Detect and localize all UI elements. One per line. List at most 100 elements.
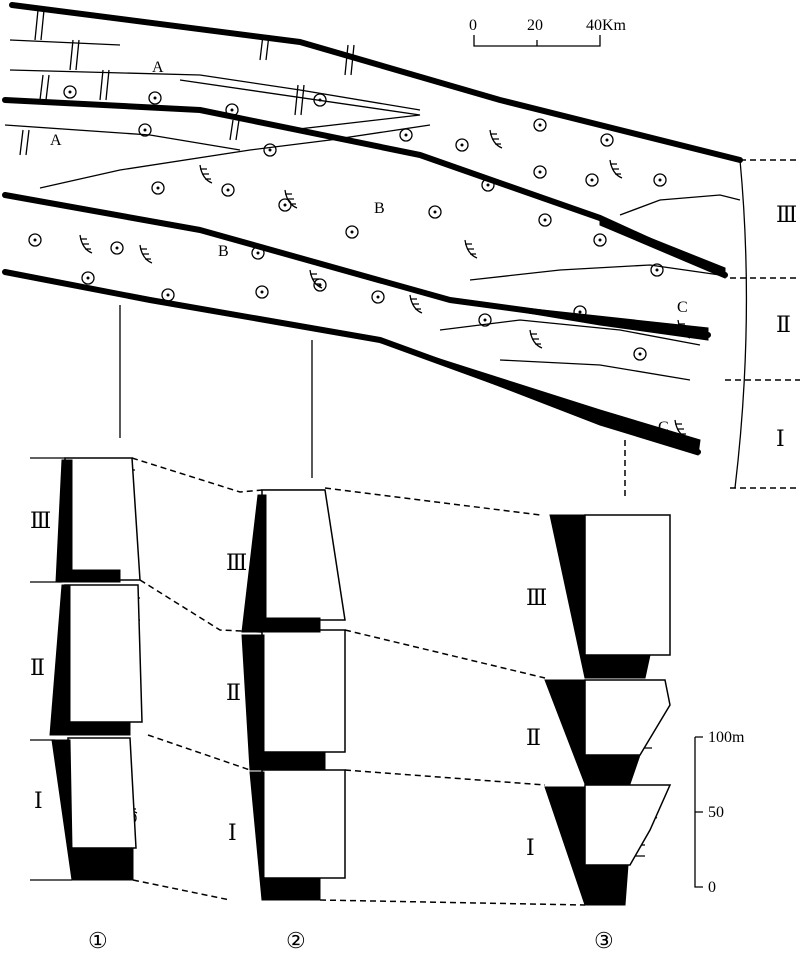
oolite-dot [260, 290, 264, 294]
vscale-100m: 100m [708, 729, 745, 746]
fossil-symbol [609, 159, 623, 179]
limestone-symbol [39, 74, 50, 101]
oolite-symbol [371, 290, 385, 304]
oolite-dot [543, 218, 547, 222]
oolite-dot [483, 318, 487, 322]
facies-label-a: A [152, 59, 164, 76]
oolite-dot [655, 268, 659, 272]
fossil-symbol [284, 189, 298, 209]
oolite-symbol [151, 181, 165, 195]
column-3 [544, 514, 672, 906]
oolite-dot [86, 276, 90, 280]
oolite-dot [33, 238, 37, 242]
oolite-symbol [255, 285, 269, 299]
oolite-symbol [481, 178, 495, 192]
oolite-symbol [600, 133, 614, 147]
col3-unit-i: Ⅰ [526, 835, 535, 860]
scale-tick-40km: 40Km [586, 17, 627, 34]
oolite-dot [350, 230, 354, 234]
fossil-symbol [409, 294, 423, 314]
vertical-scale-bar: 100m 50 0 [694, 729, 745, 896]
oolite-dot [318, 98, 322, 102]
oolite-symbol [533, 118, 547, 132]
limestone-symbol [99, 69, 110, 101]
limestone-symbol [34, 9, 45, 41]
oolite-dot [605, 138, 609, 142]
scale-tick-0: 0 [469, 17, 477, 34]
column-number-3: ③ [594, 928, 614, 953]
oolite-symbol [585, 173, 599, 187]
col3-unit-iii: Ⅲ [526, 585, 547, 610]
fossil-symbol [199, 164, 213, 184]
oolite-dot [376, 295, 380, 299]
fossil-symbol [529, 329, 543, 349]
oolite-symbol [633, 347, 647, 361]
facies-label-a: A [50, 132, 62, 149]
oolite-symbol [533, 165, 547, 179]
oolite-symbol [313, 93, 327, 107]
oolite-dot [268, 148, 272, 152]
oolite-symbol [399, 128, 413, 142]
fossil-symbol [677, 319, 691, 339]
oolite-symbol [538, 213, 552, 227]
facies-label-b: B [374, 200, 385, 217]
oolite-symbol [573, 305, 587, 319]
oolite-symbol [593, 233, 607, 247]
oolite-dot [433, 210, 437, 214]
oolite-dot [598, 238, 602, 242]
oolite-dot [658, 178, 662, 182]
oolite-dot [166, 293, 170, 297]
unit-label-i: Ⅰ [776, 426, 785, 451]
vscale-0: 0 [708, 879, 716, 896]
oolite-dot [638, 352, 642, 356]
col2-unit-i: Ⅰ [228, 820, 237, 845]
oolite-symbol [478, 313, 492, 327]
oolite-dot [230, 108, 234, 112]
col1-unit-i: Ⅰ [34, 788, 43, 813]
limestone-symbol [19, 129, 30, 156]
oolite-symbol [110, 241, 124, 255]
oolite-symbol [63, 85, 77, 99]
oolite-symbol [345, 225, 359, 239]
oolite-dot [156, 186, 160, 190]
oolite-symbol [161, 288, 175, 302]
column-number-2: ② [286, 928, 306, 953]
oolite-symbol [313, 278, 327, 292]
oolite-symbol [455, 138, 469, 152]
oolite-symbol [138, 123, 152, 137]
oolite-symbol [225, 103, 239, 117]
unit-label-ii: Ⅱ [776, 312, 791, 337]
col3-unit-ii: Ⅱ [526, 725, 541, 750]
oolite-symbol [650, 263, 664, 277]
fossil-symbol [464, 239, 478, 259]
oolite-dot [578, 310, 582, 314]
oolite-dot [226, 188, 230, 192]
oolite-symbol [221, 183, 235, 197]
limestone-symbol [344, 44, 355, 76]
oolite-dot [538, 123, 542, 127]
horizontal-scale-bar: 0 20 40Km [469, 17, 627, 47]
facies-label-c: C [677, 299, 688, 316]
oolite-dot [153, 96, 157, 100]
column-2 [241, 489, 346, 901]
oolite-symbol [278, 198, 292, 212]
column-1 [30, 457, 143, 881]
oolite-dot [590, 178, 594, 182]
oolite-symbol [263, 143, 277, 157]
col2-unit-iii: Ⅲ [226, 550, 247, 575]
limestone-symbol [229, 119, 240, 141]
col1-unit-ii: Ⅱ [30, 655, 45, 680]
fossil-symbol [674, 419, 688, 439]
oolite-dot [404, 133, 408, 137]
fossil-symbol [309, 269, 323, 289]
oolite-symbol [653, 173, 667, 187]
oolite-symbol [251, 246, 265, 260]
column-number-1: ① [88, 928, 108, 953]
oolite-dot [486, 183, 490, 187]
col2-unit-ii: Ⅱ [226, 680, 241, 705]
oolite-dot [538, 170, 542, 174]
fossil-symbol [79, 234, 93, 254]
correlation-lines [131, 457, 586, 906]
oolite-dot [283, 203, 287, 207]
